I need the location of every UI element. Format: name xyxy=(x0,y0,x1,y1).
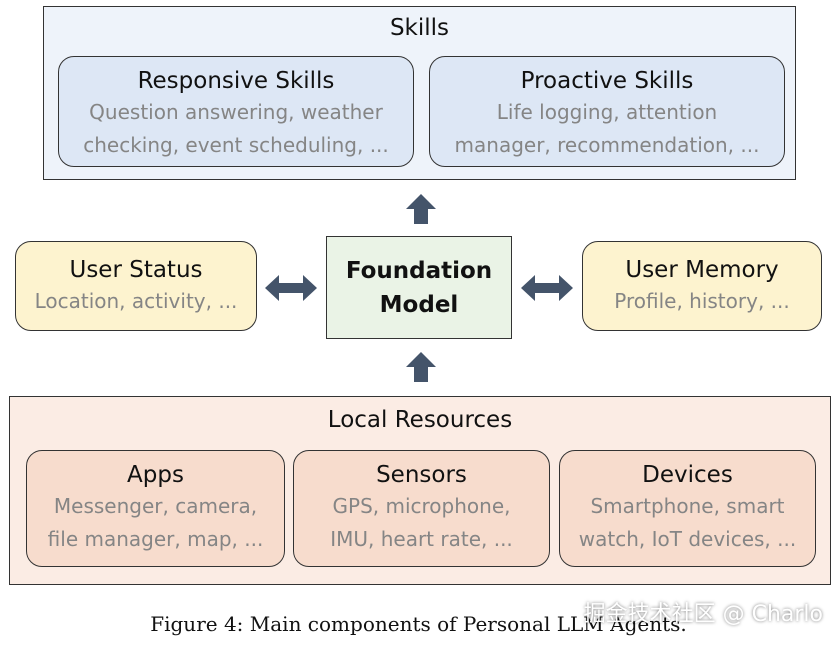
double-arrow-status-icon xyxy=(265,275,317,301)
apps-title: Apps xyxy=(127,462,184,488)
devices-line2: watch, IoT devices, ... xyxy=(578,527,797,551)
up-arrow-to-skills xyxy=(406,194,436,224)
up-arrow-to-foundation xyxy=(406,352,436,382)
sensors-title: Sensors xyxy=(376,462,467,488)
user-status-card: User Status Location, activity, ... xyxy=(15,241,257,331)
sensors-line2: IMU, heart rate, ... xyxy=(330,527,513,551)
local-resources-panel: Local Resources Apps Messenger, camera, … xyxy=(9,396,831,585)
double-arrow-memory-icon xyxy=(521,275,573,301)
sensors-line1: GPS, microphone, xyxy=(332,494,511,518)
apps-line2: file manager, map, ... xyxy=(47,527,264,551)
proactive-skills-line2: manager, recommendation, ... xyxy=(454,133,760,157)
devices-card: Devices Smartphone, smart watch, IoT dev… xyxy=(559,450,816,567)
responsive-skills-line2: checking, event scheduling, ... xyxy=(83,133,389,157)
responsive-skills-line1: Question answering, weather xyxy=(89,100,383,124)
user-memory-desc: Profile, history, ... xyxy=(614,289,790,313)
proactive-skills-title: Proactive Skills xyxy=(520,68,694,94)
devices-title: Devices xyxy=(642,462,733,488)
foundation-model-line1: Foundation xyxy=(345,257,493,284)
responsive-skills-title: Responsive Skills xyxy=(137,68,335,94)
watermark: 掘金技术社区 @ Charlo xyxy=(583,602,823,627)
user-status-desc: Location, activity, ... xyxy=(34,289,238,313)
sensors-card: Sensors GPS, microphone, IMU, heart rate… xyxy=(293,450,550,567)
apps-card: Apps Messenger, camera, file manager, ma… xyxy=(26,450,285,567)
foundation-model-box: Foundation Model xyxy=(326,236,512,339)
user-memory-card: User Memory Profile, history, ... xyxy=(582,241,822,331)
proactive-skills-line1: Life logging, attention xyxy=(496,100,718,124)
user-memory-title: User Memory xyxy=(625,257,779,283)
skills-title: Skills xyxy=(389,15,450,41)
user-status-title: User Status xyxy=(69,257,203,283)
devices-line1: Smartphone, smart xyxy=(590,494,785,518)
figure-caption: Figure 4: Main components of Personal LL… xyxy=(150,612,687,636)
responsive-skills-card: Responsive Skills Question answering, we… xyxy=(58,56,414,167)
foundation-model-line2: Model xyxy=(379,291,459,318)
proactive-skills-card: Proactive Skills Life logging, attention… xyxy=(429,56,785,167)
apps-line1: Messenger, camera, xyxy=(53,494,258,518)
skills-panel: Skills Responsive Skills Question answer… xyxy=(43,6,796,180)
local-resources-title: Local Resources xyxy=(327,407,513,433)
